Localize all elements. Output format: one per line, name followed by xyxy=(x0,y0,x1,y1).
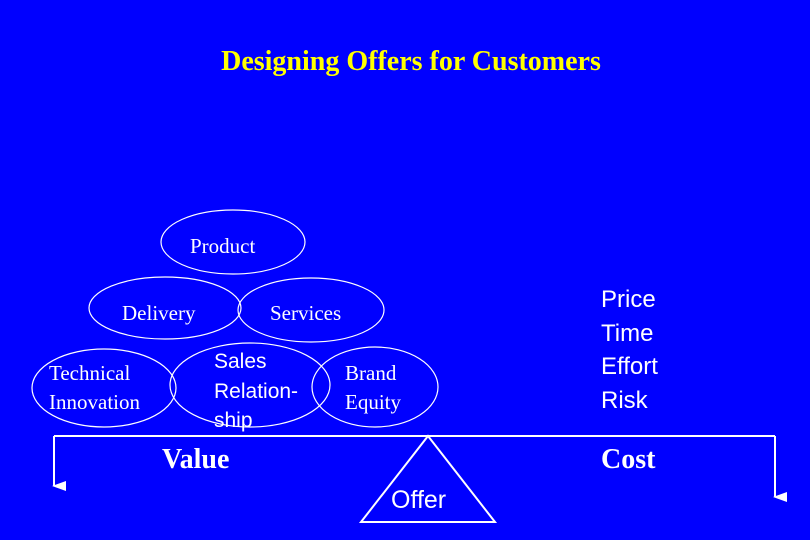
diagram-title: Designing Offers for Customers xyxy=(221,46,601,77)
offer-label: Offer xyxy=(391,486,447,514)
brand-equity-ellipse xyxy=(311,346,439,428)
technical-innovation-ellipse xyxy=(31,348,177,428)
delivery-label: Delivery xyxy=(122,301,196,325)
product-label: Product xyxy=(190,234,256,258)
cost-label: Cost xyxy=(601,444,656,475)
cost-components-list: Price Time Effort Risk xyxy=(601,283,658,417)
product-ellipse xyxy=(160,209,306,275)
services-ellipse xyxy=(237,277,385,343)
brand-equity-label: Brand Equity xyxy=(345,361,401,414)
sales-relationship-label: Sales Relation- ship xyxy=(214,350,299,432)
cost-item-time: Time xyxy=(601,319,654,347)
delivery-ellipse xyxy=(88,276,242,340)
offer-fulcrum-triangle xyxy=(358,434,498,523)
technical-innovation-label: Technical Innovation xyxy=(49,361,140,414)
cost-item-risk: Risk xyxy=(601,386,648,414)
services-label: Services xyxy=(270,301,342,325)
value-label: Value xyxy=(162,444,230,475)
cost-item-effort: Effort xyxy=(601,353,658,380)
cost-item-price: Price xyxy=(601,286,656,313)
sales-relationship-ellipse xyxy=(169,342,331,428)
